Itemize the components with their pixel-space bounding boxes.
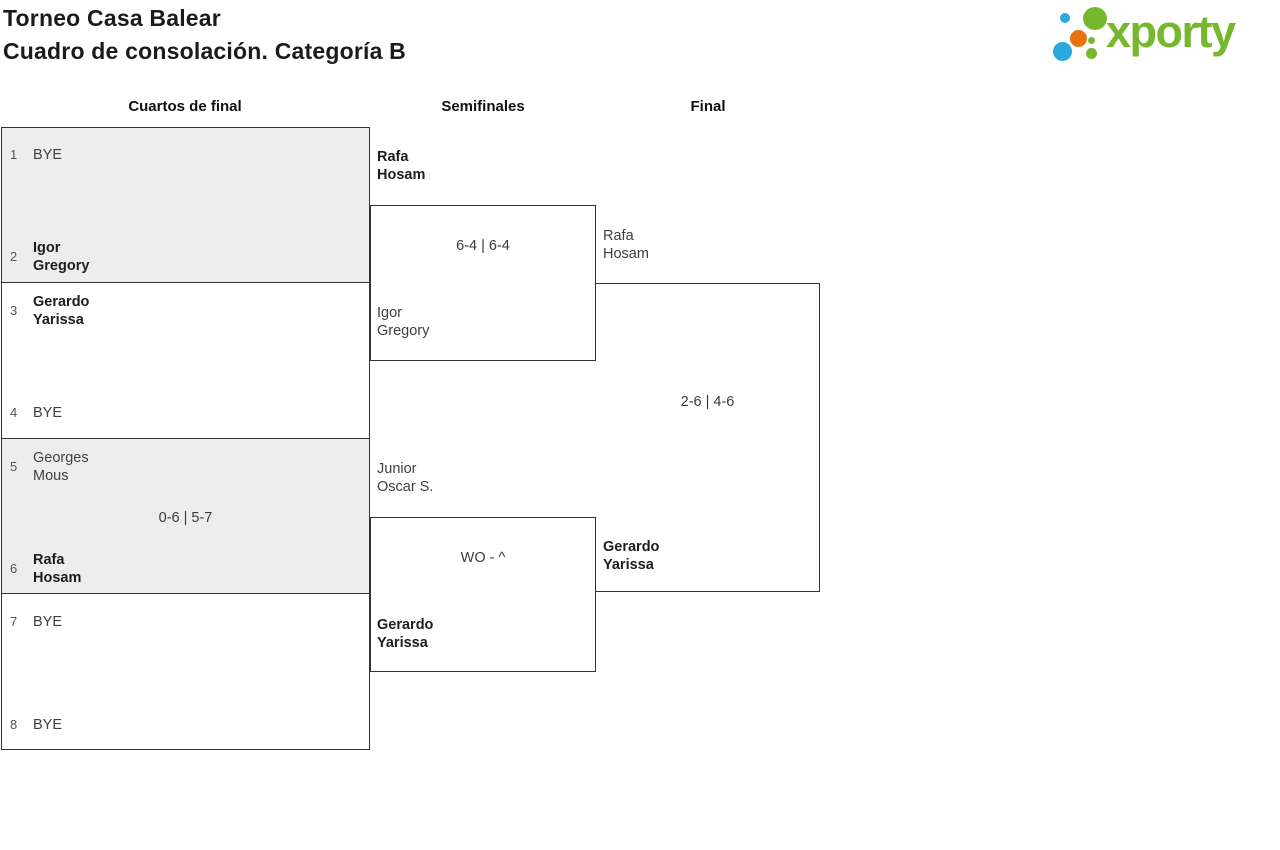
logo-dot-icon	[1070, 30, 1087, 47]
logo-dot-icon	[1083, 7, 1107, 30]
participant-names: BYE	[33, 717, 63, 733]
logo-dot-icon	[1088, 37, 1095, 44]
participant-qf4-bottom: 8 BYE	[10, 716, 62, 734]
seed-number: 1	[10, 147, 18, 162]
match-score: 0-6 | 5-7	[158, 510, 213, 526]
match-score: 6-4 | 6-4	[456, 238, 510, 254]
seed-number: 3	[10, 303, 18, 318]
participant-names: BYE	[33, 614, 63, 630]
round-header-semifinals: Semifinales	[441, 98, 525, 115]
seed-number: 2	[10, 249, 18, 264]
round-header-final: Final	[690, 98, 726, 115]
match-quarterfinal-4[interactable]: 7 BYE 8 BYE	[1, 593, 370, 750]
logo-wordmark: xporty	[1106, 6, 1236, 57]
match-final[interactable]	[595, 283, 820, 592]
seed-number: 7	[10, 614, 18, 629]
bracket-subtitle: Cuadro de consolación. Categoría B	[3, 38, 406, 64]
participant-names: BYE	[33, 405, 63, 421]
round-header-quarterfinals: Cuartos de final	[128, 98, 242, 115]
participant-qf4-top: 7 BYE	[10, 613, 62, 631]
match-score: WO - ^	[460, 550, 506, 566]
participant-qf2-bottom: 4 BYE	[10, 404, 62, 422]
participant-names: BYE	[33, 147, 63, 163]
seed-number: 4	[10, 405, 18, 420]
logo-dot-icon	[1053, 42, 1072, 61]
page-title: Torneo Casa Balear Cuadro de consolación…	[3, 2, 406, 68]
seed-number: 6	[10, 561, 18, 576]
match-score: 2-6 | 4-6	[680, 394, 735, 410]
seed-number: 5	[10, 459, 18, 474]
seed-number: 8	[10, 717, 18, 732]
match-semifinal-2[interactable]	[370, 517, 596, 672]
participant-qf1-top: 1 BYE	[10, 146, 62, 164]
tournament-name: Torneo Casa Balear	[3, 5, 221, 31]
logo-dot-icon	[1086, 48, 1097, 59]
logo-dot-icon	[1060, 13, 1070, 23]
